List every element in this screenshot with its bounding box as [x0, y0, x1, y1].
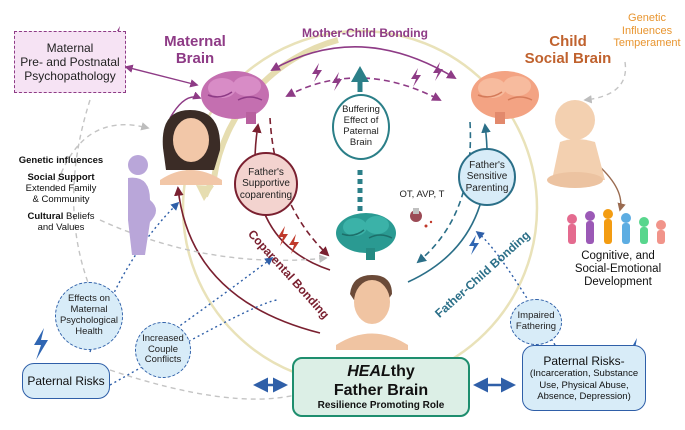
- maternal-brain-icon: [201, 71, 269, 124]
- hormones-label: OT, AVP, T: [399, 189, 445, 200]
- children-silhouettes: [567, 209, 666, 244]
- social-support-sub1: Extended Family: [25, 182, 97, 194]
- genetic-temperament-line1: Genetic: [628, 12, 666, 24]
- paternal-risks-right-box: Paternal Risks- (Incarceration, Substanc…: [522, 345, 646, 411]
- cultural-line: Cultural Beliefs: [6, 210, 116, 223]
- cultural-sub: and Values: [37, 221, 85, 233]
- effects-maternal-line3: Psychological: [59, 315, 119, 326]
- child-development-label: Cognitive, and Social-Emotional Developm…: [558, 250, 678, 290]
- paternal-risks-left-box: Paternal Risks: [22, 363, 110, 399]
- increased-conflicts-line2: Couple: [147, 343, 179, 355]
- buffering-circle: Buffering Effect of Paternal Brain: [332, 94, 390, 160]
- maternal-brain-line2: Brain: [175, 50, 215, 68]
- child-social-brain-line1: Child: [549, 33, 587, 50]
- fathers-sensitive-line1: Father's: [469, 159, 505, 171]
- buffering-arrowhead: [351, 66, 369, 82]
- father-portrait: [336, 275, 408, 350]
- genetic-temperament-line3: Temperament: [613, 37, 681, 50]
- maternal-pathology-line3: Psychopathology: [24, 69, 116, 83]
- fathers-supportive-line2: Supportive: [242, 178, 290, 190]
- child-development-line3: Development: [584, 276, 652, 289]
- effects-maternal-line4: Health: [75, 325, 103, 337]
- red-lightning-icons: [278, 226, 299, 254]
- paternal-risks-right-line3: Use, Physical Abuse,: [539, 379, 629, 391]
- pregnant-woman-figure: [128, 155, 156, 255]
- fathers-sensitive-circle: Father's Sensitive Parenting: [458, 148, 516, 206]
- child-development-line2: Social-Emotional: [574, 263, 662, 276]
- mother-child-bonding-label: Mother-Child Bonding: [302, 26, 428, 40]
- healthy-father-title: HEALthy: [347, 362, 415, 381]
- maternal-pathology-line2: Pre- and Postnatal: [20, 55, 120, 69]
- maternal-pathology-box: Maternal Pre- and Postnatal Psychopathol…: [14, 31, 126, 93]
- mother-portrait: [160, 110, 222, 185]
- gray-link-left: [72, 99, 96, 301]
- healthy-father-thy: thy: [390, 362, 415, 380]
- paternal-risks-right-line2: (Incarceration, Substance: [529, 368, 639, 380]
- impaired-fathering-line1: Impaired: [517, 310, 555, 322]
- social-support-sub2: & Community: [32, 193, 90, 205]
- genetic-influences-text: Genetic influences: [18, 155, 104, 166]
- fathers-sensitive-line3: Parenting: [465, 182, 509, 194]
- mother-child-arc-top: [270, 46, 457, 79]
- effects-maternal-line1: Effects on: [67, 293, 111, 305]
- buffering-line3: Paternal: [343, 126, 379, 137]
- coparental-arrow-dashed: [269, 117, 330, 257]
- effects-maternal-line2: Maternal: [70, 304, 108, 316]
- child-development-line1: Cognitive, and: [581, 250, 655, 262]
- genetic-temperament-line2: Influences: [621, 24, 673, 37]
- impaired-fathering-line2: Fathering: [515, 321, 557, 332]
- child-social-brain-label: Child Social Brain: [522, 33, 614, 68]
- increased-conflicts-line1: Increased: [142, 332, 184, 344]
- cultural-rest: Beliefs: [63, 210, 95, 222]
- genetic-temperament-label: Genetic Influences Temperament: [612, 12, 682, 50]
- maternal-brain-label: Maternal Brain: [150, 33, 240, 68]
- social-support-title: Social Support: [27, 171, 95, 183]
- hormone-vial-icon: [410, 208, 433, 228]
- healthy-father-line2: Father Brain: [333, 382, 429, 399]
- child-social-brain-line2: Social Brain: [524, 50, 612, 68]
- fathers-supportive-line1: Father's: [248, 166, 284, 178]
- buffering-line1: Buffering: [342, 104, 380, 116]
- paternal-risks-right-line4: Absence, Depression): [537, 390, 631, 402]
- healthy-father-box: HEALthy Father Brain Resilience Promotin…: [292, 357, 470, 417]
- increased-conflicts-line3: Conflicts: [144, 354, 182, 366]
- baby-figure: [547, 100, 605, 188]
- buffering-line4: Brain: [349, 136, 373, 148]
- paternal-risks-right-title: Paternal Risks-: [543, 353, 625, 368]
- fathers-sensitive-line2: Sensitive: [466, 171, 508, 183]
- buffering-line2: Effect of: [343, 115, 379, 127]
- increased-conflicts-circle: Increased Couple Conflicts: [135, 322, 191, 378]
- fathers-supportive-circle: Father's Supportive coparenting: [234, 152, 298, 216]
- genetic-to-child-link: [583, 61, 627, 104]
- cultural-title: Cultural: [27, 210, 64, 222]
- child-brain-icon: [471, 71, 539, 124]
- healthy-father-line3: Resilience Promoting Role: [317, 400, 445, 412]
- effects-maternal-circle: Effects on Maternal Psychological Health: [55, 282, 123, 350]
- healthy-father-heal: HEAL: [347, 362, 391, 380]
- maternal-pathology-line1: Maternal: [46, 41, 94, 55]
- fathers-supportive-line3: coparenting: [239, 189, 293, 201]
- father-to-mother-arrow: [174, 186, 321, 334]
- coparental-arrow-solid: [252, 123, 331, 271]
- impaired-fathering-circle: Impaired Fathering: [510, 299, 562, 345]
- father-brain-icon: [336, 213, 396, 260]
- left-factors: Genetic influences Social Support Extend…: [6, 155, 116, 234]
- father-child-arrow-dashed: [416, 121, 472, 264]
- pathology-brain-link: [124, 64, 199, 88]
- maternal-brain-line1: Maternal: [164, 33, 226, 50]
